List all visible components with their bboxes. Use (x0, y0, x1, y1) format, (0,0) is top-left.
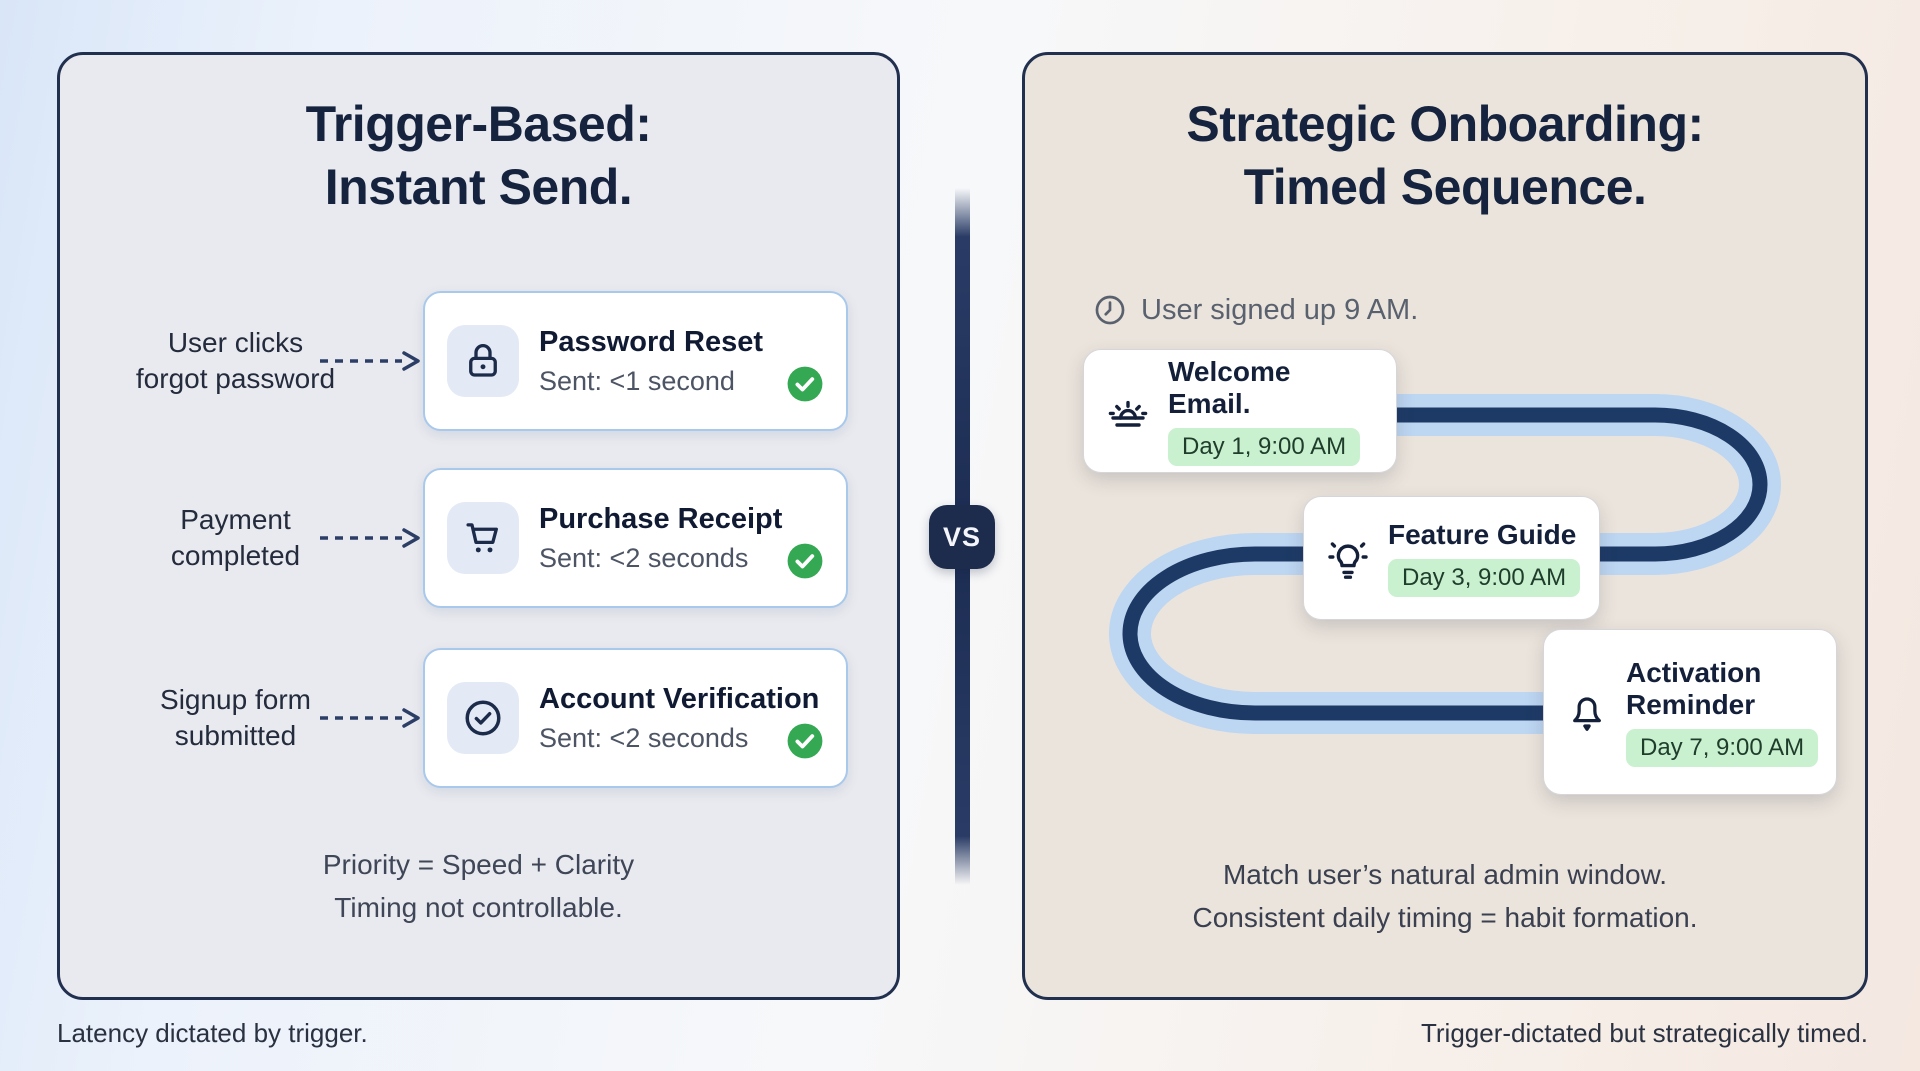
dashed-arrow-icon (320, 351, 420, 371)
step-card-feature-guide: Feature Guide Day 3, 9:00 AM (1303, 496, 1600, 620)
check-badge-icon (787, 543, 823, 579)
lightbulb-icon (1324, 534, 1372, 582)
check-badge-icon (787, 723, 823, 759)
step-schedule-badge: Day 1, 9:00 AM (1168, 428, 1361, 467)
step-card-welcome-email: Welcome Email. Day 1, 9:00 AM (1083, 349, 1397, 473)
trigger-label-line2: submitted (174, 720, 297, 751)
trigger-label-line1: Signup form (160, 683, 311, 715)
card-subtitle: Sent: <2 seconds (539, 722, 749, 753)
sequence-path (1109, 394, 1781, 734)
right-summary-line1: Match user’s natural admin window. (1222, 859, 1668, 890)
step-card-activation-reminder: Activation Reminder Day 7, 9:00 AM (1543, 629, 1837, 795)
strategic-onboarding-panel: Strategic Onboarding: Timed Sequence. Us… (1022, 52, 1868, 1000)
step-schedule-badge: Day 7, 9:00 AM (1626, 729, 1819, 768)
card-text: Account Verification Sent: <2 seconds (539, 683, 819, 754)
left-summary-line1: Priority = Speed + Clarity (322, 849, 635, 880)
trigger-label: User clicks forgot password (108, 291, 363, 431)
dashed-arrow-icon (320, 708, 420, 728)
signup-note: User signed up 9 AM. (1093, 293, 1418, 327)
right-title-line2: Timed Sequence. (1243, 159, 1647, 215)
footer-right-note: Trigger-dictated but strategically timed… (1420, 1018, 1868, 1048)
lock-icon (447, 325, 519, 397)
right-panel-title: Strategic Onboarding: Timed Sequence. (1025, 93, 1865, 219)
vs-badge: VS (929, 505, 995, 569)
card-title: Password Reset (539, 325, 764, 358)
card-subtitle: Sent: <1 second (539, 365, 735, 396)
card-text: Password Reset Sent: <1 second (539, 326, 763, 397)
right-summary-line2: Consistent daily timing = habit formatio… (1192, 902, 1698, 934)
dashed-arrow-icon (320, 528, 420, 548)
step-text: Feature Guide Day 3, 9:00 AM (1388, 518, 1581, 598)
cart-icon (447, 502, 519, 574)
left-title-line2: Instant Send. (324, 159, 633, 215)
step-schedule-badge: Day 3, 9:00 AM (1388, 559, 1581, 598)
step-text: Welcome Email. Day 1, 9:00 AM (1168, 355, 1376, 467)
check-badge-icon (787, 366, 823, 402)
trigger-label-line1: User clicks (167, 326, 304, 358)
trigger-based-panel: Trigger-Based: Instant Send. User clicks… (57, 52, 900, 1000)
trigger-row-password-reset: User clicks forgot password Password Res… (60, 291, 897, 431)
signup-note-text: User signed up 9 AM. (1141, 293, 1419, 326)
right-panel-summary: Match user’s natural admin window. Consi… (1025, 853, 1865, 940)
trigger-label-line2: forgot password (135, 363, 336, 394)
trigger-label-line2: completed (170, 540, 301, 571)
email-card-purchase-receipt: Purchase Receipt Sent: <2 seconds (423, 468, 848, 608)
trigger-row-purchase-receipt: Payment completed Purchase Receipt Sen (60, 468, 897, 608)
step-title: Feature Guide (1388, 518, 1577, 550)
trigger-label: Payment completed (108, 468, 363, 608)
bell-icon (1564, 689, 1610, 735)
clock-icon (1095, 295, 1125, 325)
step-title: Welcome Email. (1168, 355, 1291, 419)
left-panel-title: Trigger-Based: Instant Send. (60, 93, 897, 219)
right-title-line1: Strategic Onboarding: (1186, 96, 1704, 152)
card-title: Account Verification (539, 682, 820, 715)
trigger-label: Signup form submitted (108, 648, 363, 788)
sunrise-icon (1104, 387, 1152, 435)
card-title: Purchase Receipt (539, 502, 783, 535)
trigger-label-line1: Payment (180, 503, 291, 535)
card-subtitle: Sent: <2 seconds (539, 542, 749, 573)
check-circle-icon (447, 682, 519, 754)
trigger-row-account-verification: Signup form submitted Account Verificati… (60, 648, 897, 788)
email-card-account-verification: Account Verification Sent: <2 seconds (423, 648, 848, 788)
step-text: Activation Reminder Day 7, 9:00 AM (1626, 656, 1819, 768)
footer-left-note: Latency dictated by trigger. (57, 1018, 368, 1048)
left-summary-line2: Timing not controllable. (334, 892, 623, 924)
card-text: Purchase Receipt Sent: <2 seconds (539, 503, 782, 574)
left-panel-summary: Priority = Speed + Clarity Timing not co… (60, 843, 897, 930)
left-title-line1: Trigger-Based: (305, 96, 652, 152)
step-title: Activation Reminder (1626, 656, 1762, 720)
email-card-password-reset: Password Reset Sent: <1 second (423, 291, 848, 431)
